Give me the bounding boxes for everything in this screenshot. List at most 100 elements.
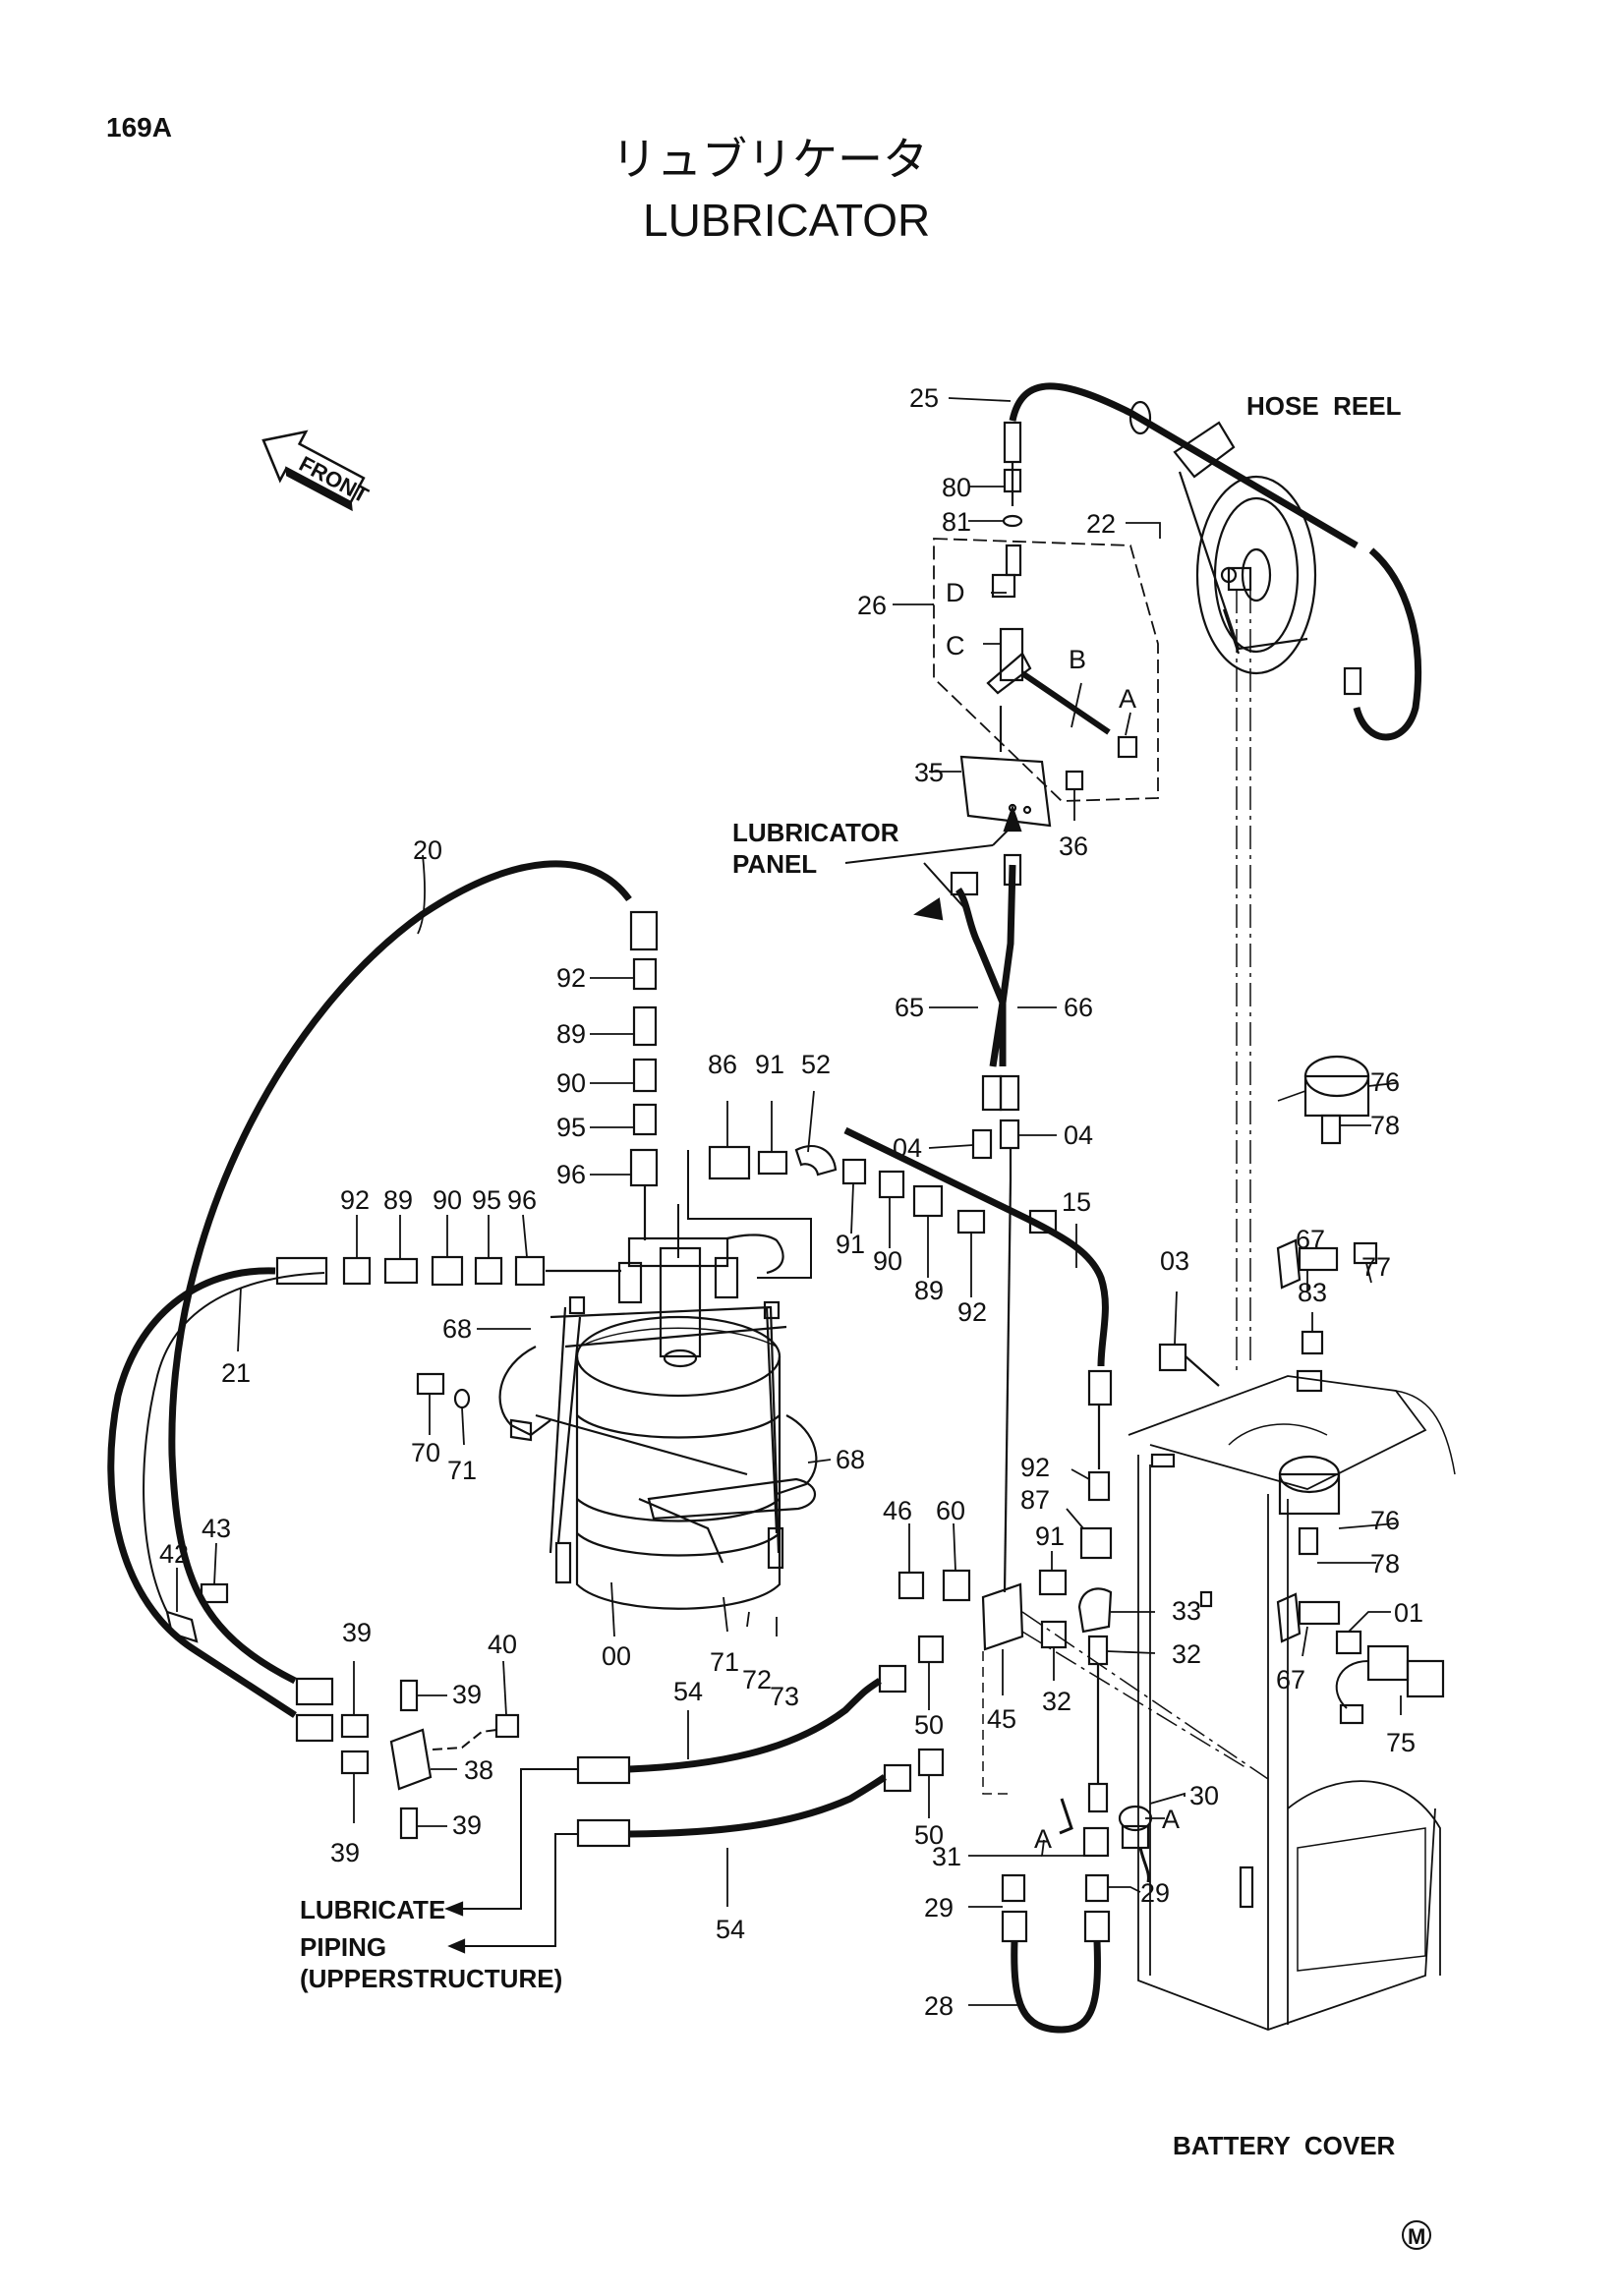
- part-67-b: 67: [1276, 1665, 1305, 1694]
- title-english: LUBRICATOR: [643, 195, 930, 246]
- fitting-top-20: [629, 910, 659, 951]
- fitting-78-b: [1298, 1526, 1319, 1556]
- part-90-b: 90: [873, 1246, 902, 1276]
- part-78-b: 78: [1370, 1549, 1400, 1578]
- elbow-52: [794, 1144, 838, 1177]
- part-35: 35: [914, 758, 944, 787]
- letter-a-coupler-right: A: [1162, 1805, 1180, 1834]
- bolt-83: [1301, 1330, 1324, 1355]
- part-50-lower: 50: [914, 1820, 944, 1850]
- part-67-a: 67: [1296, 1225, 1325, 1254]
- part-68-a: 68: [442, 1314, 472, 1344]
- part-90-h: 90: [433, 1185, 462, 1215]
- fitting-15-top: [1028, 1209, 1058, 1234]
- part-81: 81: [942, 507, 971, 537]
- elbow-65-top: [950, 871, 979, 896]
- part-66: 66: [1064, 993, 1093, 1022]
- fitting-32-left: [1040, 1620, 1068, 1649]
- elbow-33: [1077, 1587, 1113, 1634]
- part-32-right: 32: [1172, 1639, 1201, 1669]
- title-japanese: リュブリケータ: [611, 134, 928, 185]
- coupler-31: [1082, 1826, 1110, 1858]
- fitting-96-h: [514, 1255, 546, 1287]
- fitting-d: [1005, 544, 1022, 577]
- hose-reel-assembly: [1003, 382, 1421, 1376]
- fitting-65-bottom: [981, 1074, 1003, 1112]
- part-73: 73: [770, 1682, 799, 1711]
- fitting-29-right: [1084, 1873, 1110, 1903]
- part-20: 20: [413, 835, 442, 865]
- panel-26-outline: [933, 538, 1159, 802]
- bracket-c: [986, 652, 1032, 695]
- fitting-39-d: [399, 1807, 419, 1840]
- part-96-h: 96: [507, 1185, 537, 1215]
- fitting-86: [708, 1145, 751, 1180]
- cap-a: [1117, 735, 1138, 759]
- fitting-39-a: [340, 1713, 370, 1739]
- part-72: 72: [742, 1665, 772, 1694]
- part-77: 77: [1361, 1252, 1391, 1282]
- washer-81: [1002, 514, 1023, 528]
- fitting-04-right: [999, 1119, 1020, 1150]
- block-67-b: [1298, 1600, 1341, 1626]
- fitting-60: [942, 1569, 971, 1602]
- lubricate-piping-label-2: PIPING: [300, 1932, 386, 1962]
- letter-a-cap: A: [1119, 684, 1136, 714]
- part-54-upper: 54: [673, 1677, 703, 1706]
- fitting-66-bottom: [999, 1074, 1020, 1112]
- part-68-b: 68: [836, 1445, 865, 1474]
- fitting-21: [275, 1256, 328, 1286]
- coupler-30-body: [1121, 1824, 1150, 1850]
- part-04-left: 04: [893, 1133, 922, 1163]
- bolt-36: [1065, 770, 1084, 791]
- part-29-left: 29: [924, 1893, 954, 1923]
- fitting-c: [999, 627, 1024, 682]
- fitting-50-upper: [917, 1635, 945, 1664]
- bracket-67-b: [1276, 1592, 1302, 1643]
- part-46: 46: [883, 1496, 912, 1525]
- part-52: 52: [801, 1050, 831, 1079]
- fitting-95-v: [632, 1103, 658, 1136]
- part-29-right: 29: [1140, 1878, 1170, 1908]
- fitting-89-h: [383, 1257, 419, 1285]
- part-22: 22: [1086, 509, 1116, 539]
- fitting-40: [494, 1713, 520, 1739]
- part-36: 36: [1059, 832, 1088, 861]
- elbow-d: [991, 573, 1016, 599]
- front-arrow-icon: FRONT: [261, 430, 373, 512]
- fitting-91: [757, 1150, 788, 1176]
- part-39-c: 39: [452, 1810, 482, 1840]
- fitting-92-h: [342, 1256, 372, 1286]
- fitting-90-b: [878, 1170, 905, 1199]
- part-96-v: 96: [556, 1160, 586, 1189]
- leader-lines: [176, 397, 1402, 2006]
- fitting-54-lower-end: [883, 1763, 912, 1793]
- part-30: 30: [1189, 1781, 1219, 1810]
- fitting-39-c: [399, 1679, 419, 1712]
- lubricate-piping-label-1: LUBRICATE: [300, 1895, 445, 1924]
- fitting-92-right: [1087, 1470, 1111, 1502]
- fitting-50-lower: [917, 1748, 945, 1777]
- part-76-b: 76: [1370, 1506, 1400, 1535]
- part-86: 86: [708, 1050, 737, 1079]
- letter-b: B: [1069, 645, 1086, 674]
- hose-reel-label: HOSE REEL: [1246, 391, 1402, 421]
- lubricate-piping-label-3: (UPPERSTRUCTURE): [300, 1964, 562, 1993]
- panel-35: [959, 755, 1052, 828]
- fitting-54-lower: [576, 1818, 631, 1848]
- part-00: 00: [602, 1641, 631, 1671]
- part-92-v: 92: [556, 963, 586, 993]
- fitting-28-left: [1001, 1910, 1028, 1943]
- part-21: 21: [221, 1358, 251, 1388]
- block-67-a: [1298, 1246, 1339, 1272]
- part-40: 40: [488, 1630, 517, 1659]
- part-90-v: 90: [556, 1068, 586, 1098]
- part-87: 87: [1020, 1485, 1050, 1515]
- part-95-v: 95: [556, 1113, 586, 1142]
- part-78-a: 78: [1370, 1111, 1400, 1140]
- part-33: 33: [1172, 1596, 1201, 1626]
- part-91-a: 91: [755, 1050, 784, 1079]
- fitting-01: [1335, 1630, 1362, 1655]
- fitting-89-v: [632, 1005, 658, 1047]
